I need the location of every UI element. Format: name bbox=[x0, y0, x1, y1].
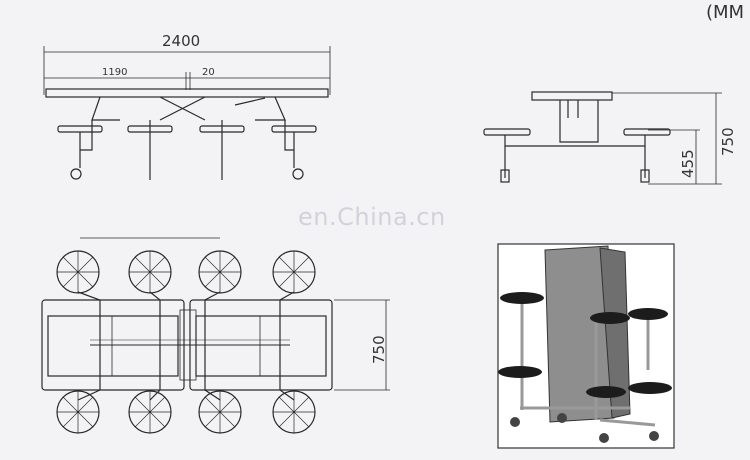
dim-segment-length: 1190 bbox=[102, 67, 127, 78]
side-view bbox=[483, 91, 722, 185]
folded-table-photo bbox=[497, 243, 675, 449]
watermark: en.China.cn bbox=[298, 203, 446, 231]
dim-table-width: 750 bbox=[370, 335, 388, 364]
top-view-seats bbox=[56, 250, 316, 434]
units-label: (MM bbox=[706, 2, 745, 23]
dim-seat-height: 455 bbox=[679, 149, 697, 178]
dim-gap: 20 bbox=[202, 67, 215, 78]
dim-overall-length: 2400 bbox=[162, 32, 200, 50]
front-view bbox=[43, 46, 331, 180]
dim-table-height: 750 bbox=[719, 127, 737, 156]
top-view bbox=[41, 237, 390, 434]
